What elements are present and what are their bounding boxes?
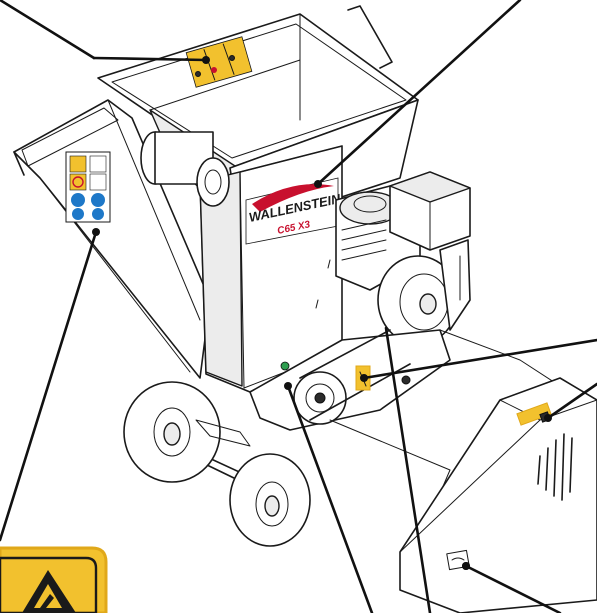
warning-sign-enlarged bbox=[0, 546, 108, 613]
ear-protection-icon bbox=[91, 193, 105, 207]
eye-protection-icon bbox=[71, 193, 85, 207]
discharge-chute bbox=[13, 99, 211, 379]
glove-icon bbox=[72, 208, 84, 220]
chute-safety-decal bbox=[65, 151, 111, 223]
belt-cover-detail bbox=[329, 329, 597, 613]
boot-icon bbox=[92, 208, 104, 220]
wheels bbox=[123, 381, 311, 547]
belt-guard bbox=[249, 329, 451, 431]
hopper-warning-decal bbox=[185, 36, 253, 88]
engine bbox=[335, 171, 471, 345]
brand-logo: WALLENSTEIN C65 X3 bbox=[245, 177, 342, 245]
